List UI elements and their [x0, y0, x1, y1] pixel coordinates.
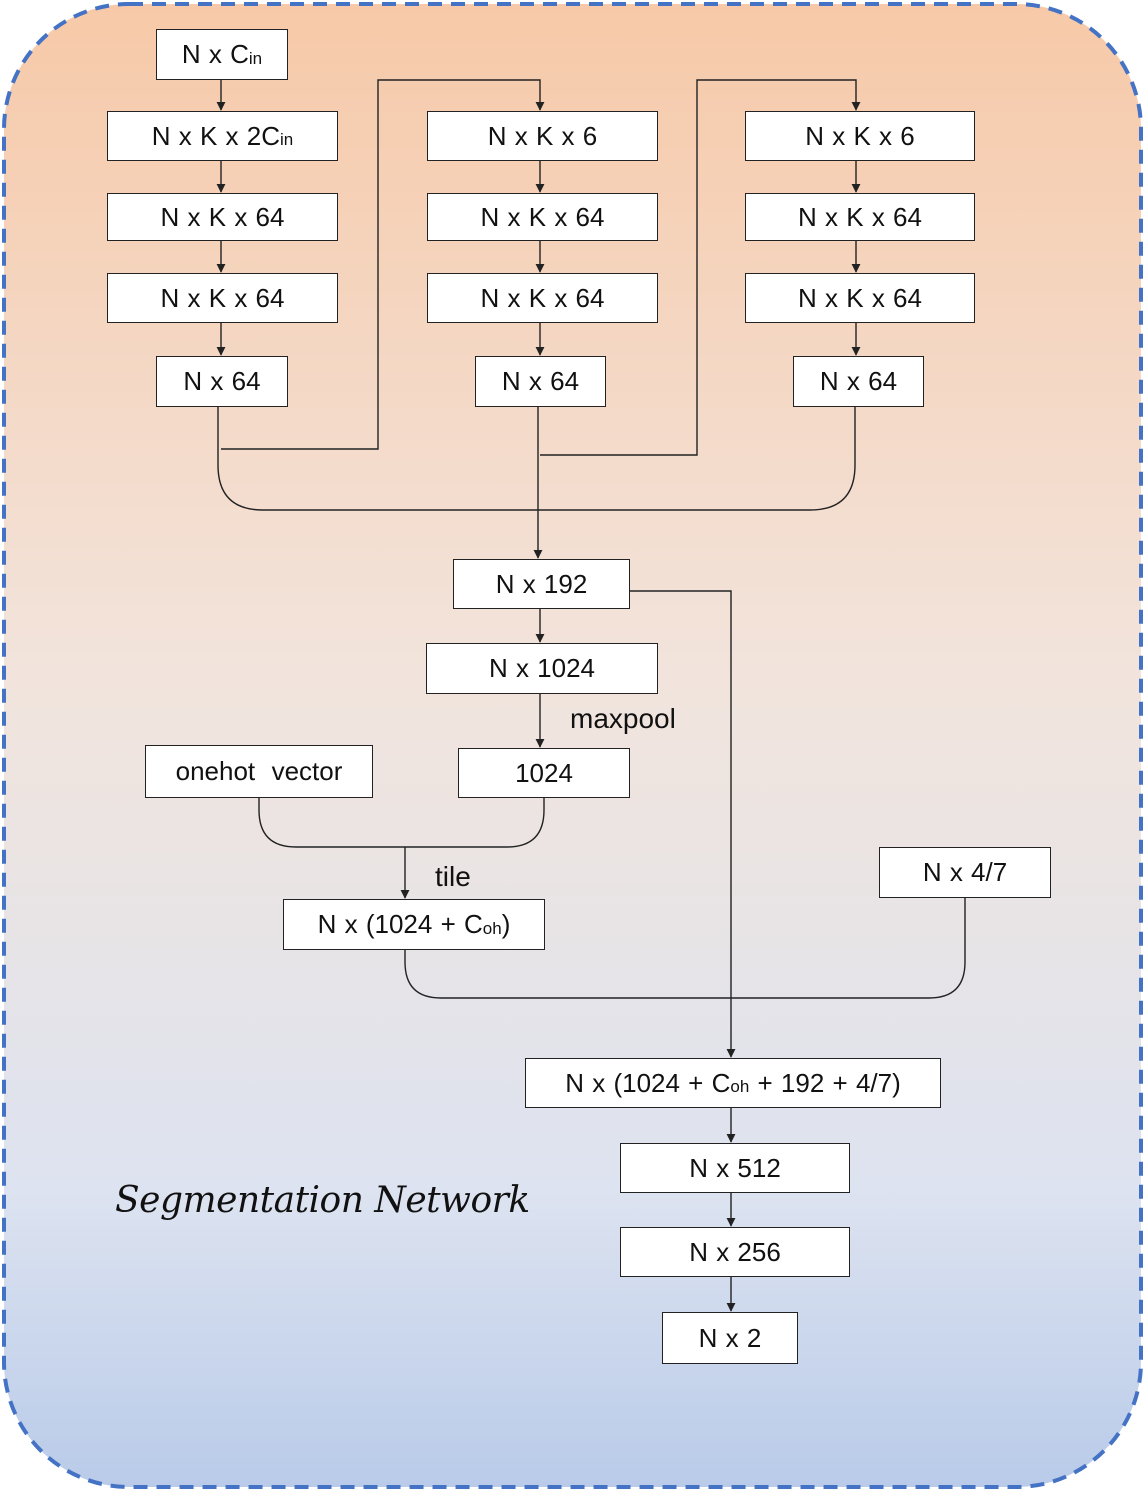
label-tile: tile: [435, 861, 471, 892]
node-b2-3: N x K x 64: [427, 273, 658, 323]
node-b3-4-text: N x 64: [819, 366, 898, 396]
node-256: N x 256: [620, 1227, 850, 1277]
node-b3-1-text: N x K x 6: [805, 120, 915, 151]
node-b3-3-text: N x K x 64: [798, 282, 922, 313]
node-concat-all-text: N x (1024 + C: [565, 1067, 731, 1098]
node-b3-4: N x 64: [793, 356, 924, 407]
node-256-text: N x 256: [689, 1236, 781, 1267]
node-concat-all-sub: oh: [730, 1077, 750, 1096]
merge-branches: [217, 407, 856, 511]
network-title: Segmentation Network: [115, 1180, 530, 1221]
node-b1-1-sub: in: [280, 130, 294, 149]
node-b1-4: N x 64: [156, 356, 288, 407]
node-n47-text: N x 4/7: [922, 857, 1008, 887]
node-b1-1-text: N x K x 2C: [151, 120, 280, 151]
node-b2-2: N x K x 64: [427, 193, 658, 241]
node-pool-1024-text: 1024: [515, 757, 573, 788]
node-b2-1-text: N x K x 6: [487, 120, 598, 151]
node-concat-all-tail: + 192 + 4/7): [749, 1067, 901, 1098]
node-b3-1: N x K x 6: [745, 111, 975, 161]
node-b1-3-text: N x K x 64: [160, 282, 285, 313]
node-input-text: N x C: [181, 39, 249, 69]
node-tiled-sub: oh: [482, 918, 502, 938]
node-tiled-tail: ): [501, 909, 511, 939]
node-b2-1: N x K x 6: [427, 111, 658, 161]
node-concat-192-text: N x 192: [495, 568, 588, 599]
edge-b1-to-b2: [221, 79, 545, 450]
node-512-text: N x 512: [689, 1152, 781, 1183]
node-onehot-text: onehot vector: [175, 756, 343, 786]
merge-tiled-n47: [404, 898, 966, 999]
node-onehot: onehot vector: [145, 745, 373, 798]
node-b2-2-text: N x K x 64: [480, 201, 605, 232]
node-tiled-text: N x (1024 + C: [317, 909, 483, 939]
node-b1-2-text: N x K x 64: [160, 201, 285, 232]
node-2-text: N x 2: [698, 1322, 762, 1353]
node-512: N x 512: [620, 1143, 850, 1193]
node-1024: N x 1024: [426, 643, 658, 694]
node-1024-text: N x 1024: [488, 653, 596, 683]
node-b3-3: N x K x 64: [745, 273, 975, 323]
node-concat-192: N x 192: [453, 559, 630, 609]
node-b1-3: N x K x 64: [107, 273, 338, 323]
label-maxpool: maxpool: [570, 703, 676, 734]
node-n47: N x 4/7: [879, 847, 1051, 898]
node-b1-2: N x K x 64: [107, 193, 338, 241]
merge-onehot-pool: [258, 798, 545, 848]
node-b2-4-text: N x 64: [501, 366, 580, 396]
node-2: N x 2: [662, 1312, 798, 1364]
edge-b2-to-b3: [540, 79, 861, 456]
node-b2-3-text: N x K x 64: [480, 282, 605, 313]
node-b3-2-text: N x K x 64: [798, 201, 922, 232]
node-pool-1024: 1024: [458, 748, 630, 798]
node-b2-4: N x 64: [475, 356, 606, 407]
node-input-sub: in: [248, 48, 263, 68]
edge-192-skip: [630, 590, 736, 1058]
node-b3-2: N x K x 64: [745, 193, 975, 241]
node-b1-4-text: N x 64: [183, 366, 261, 396]
